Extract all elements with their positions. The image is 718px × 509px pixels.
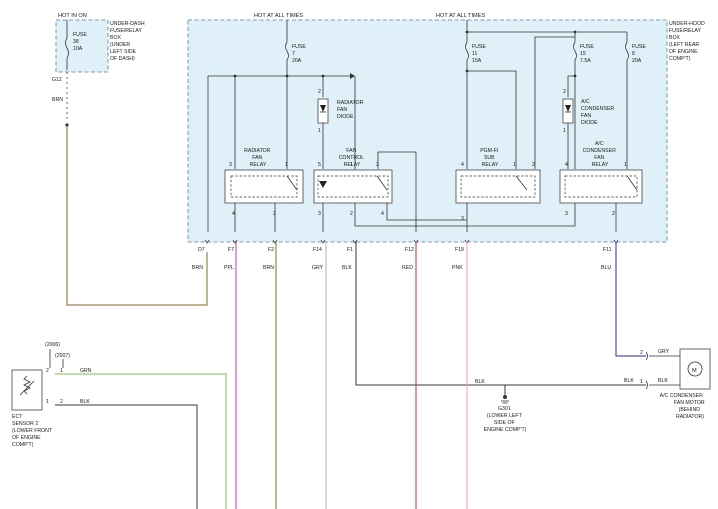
under-dash-box-fill (56, 20, 108, 72)
fan-control-relay: 5 1 2 3 2 4 FAN CONTROL RELAY (313, 148, 393, 217)
svg-text:BRN: BRN (192, 265, 203, 271)
conn-f12: F12 (405, 247, 414, 253)
fuse-7-label: FUSE 7 20A (292, 44, 307, 64)
svg-text:(2006): (2006) (45, 342, 60, 348)
hot-at-all-times-1: HOT AT ALL TIMES (254, 13, 303, 19)
under-dash-box-border (55, 19, 109, 73)
svg-text:BRN: BRN (263, 265, 274, 271)
svg-text:1: 1 (640, 379, 643, 385)
svg-text:2: 2 (640, 350, 643, 356)
under-hood-box-border (187, 19, 668, 243)
svg-text:4: 4 (565, 162, 568, 168)
conn-f11: F11 (603, 247, 612, 253)
ac-condenser-fan-diode: 2 1 A/C CONDENSER FAN DIODE (562, 89, 616, 134)
hot-at-all-times-2: HOT AT ALL TIMES (436, 13, 485, 19)
fuse-15-symbol (573, 41, 577, 61)
ect-sensor-label: ECT SENSOR 2 (LOWER FRONT OF ENGINE COMP… (12, 414, 53, 448)
svg-text:BLK: BLK (342, 265, 352, 271)
pgm-fi-sub-relay-label: PGM-FI SUB RELAY (480, 148, 500, 168)
radiator-fan-relay: 3 1 4 2 RADIATOR FAN RELAY (224, 148, 304, 217)
svg-text:2: 2 (273, 211, 276, 217)
svg-text:2: 2 (318, 89, 321, 95)
svg-text:GRN: GRN (80, 368, 92, 374)
fuse-8-symbol (625, 41, 629, 61)
svg-text:3: 3 (229, 162, 232, 168)
svg-text:4: 4 (381, 211, 384, 217)
motor-icon (687, 361, 703, 377)
under-hood-box-fill (188, 20, 667, 242)
svg-text:BLK: BLK (80, 399, 90, 405)
ac-condenser-fan-relay-label: A/C CONDENSER FAN RELAY (583, 141, 618, 168)
ac-condenser-fan-diode-label: A/C CONDENSER FAN DIODE (581, 99, 616, 126)
conn-f7: F7 (228, 247, 234, 253)
svg-text:2: 2 (46, 368, 49, 374)
svg-text:2: 2 (563, 89, 566, 95)
radiator-fan-diode-label: RADIATOR FAN DIODE (337, 100, 365, 120)
svg-text:1: 1 (46, 399, 49, 405)
fuse-15-label: FUSE 15 7.5A (580, 44, 595, 64)
svg-text:GRY: GRY (312, 265, 324, 271)
svg-text:M: M (692, 368, 697, 374)
ground-g301: BLK G301 (LOWER LEFT SIDE OF ENGINE COMP… (475, 379, 527, 433)
svg-text:2: 2 (532, 162, 535, 168)
conn-f1: F1 (347, 247, 353, 253)
conn-d7: D7 (198, 247, 205, 253)
svg-text:5: 5 (318, 162, 321, 168)
svg-text:3: 3 (565, 211, 568, 217)
conn-f2: F2 (268, 247, 274, 253)
svg-text:4: 4 (232, 211, 235, 217)
fan-control-relay-label: FAN CONTROL RELAY (339, 148, 366, 168)
fuse-7-symbol (285, 41, 289, 61)
svg-text:(2007): (2007) (55, 353, 70, 359)
radiator-fan-diode: 2 1 RADIATOR FAN DIODE (317, 89, 365, 134)
under-hood-fuse-box: UNDER-HOOD FUSE/RELAY BOX (LEFT REAR OF … (187, 19, 706, 243)
svg-text:1: 1 (350, 162, 353, 168)
ac-condenser-fan-relay: 4 1 3 2 A/C CONDENSER FAN RELAY (559, 141, 643, 217)
svg-text:4: 4 (461, 162, 464, 168)
fuse-38-symbol (65, 37, 69, 59)
svg-text:BLU: BLU (601, 265, 611, 271)
fuse-11-label: FUSE 11 15A (472, 44, 487, 64)
svg-text:3: 3 (461, 216, 464, 222)
fan-motor-label: A/C CONDENSER FAN MOTOR (BEHIND RADIATOR… (660, 393, 706, 420)
ect-sensor-2: (2006) (2007) 2 1 1 2 GRN BLK ECT SENSOR… (11, 342, 92, 448)
svg-text:1: 1 (60, 368, 63, 374)
svg-text:GRY: GRY (658, 349, 670, 355)
under-dash-title: UNDER-DASH FUSE/RELAY BOX (UNDER LEFT SI… (110, 21, 146, 62)
ac-condenser-fan-motor: 2 1 GRY BLK BLK M A/C CONDENSER FAN MOTO… (624, 348, 711, 420)
dash-wire-brn: BRN (52, 97, 63, 103)
connector-row: D7 F7 F2 F14 F1 F12 F18 F11 (198, 247, 612, 253)
hot-in-on-label: HOT IN ON (58, 13, 87, 19)
svg-text:BLK: BLK (475, 379, 485, 385)
svg-text:1: 1 (513, 162, 516, 168)
svg-text:2: 2 (60, 399, 63, 405)
svg-text:2: 2 (350, 211, 353, 217)
g301-label: G301 (LOWER LEFT SIDE OF ENGINE COMP'T) (484, 406, 527, 433)
svg-text:1: 1 (624, 162, 627, 168)
svg-text:RED: RED (402, 265, 413, 271)
fuse-11-symbol (465, 41, 469, 61)
svg-text:2: 2 (612, 211, 615, 217)
under-dash-fuse-box: HOT IN ON UNDER-DASH FUSE/RELAY BOX (UND… (52, 13, 146, 103)
svg-text:2: 2 (376, 162, 379, 168)
svg-text:PPL: PPL (224, 265, 234, 271)
svg-text:1: 1 (285, 162, 288, 168)
radiator-fan-relay-label: RADIATOR FAN RELAY (244, 148, 272, 168)
pgm-fi-sub-relay: 4 1 2 3 PGM-FI SUB RELAY (455, 148, 541, 222)
under-hood-title: UNDER-HOOD FUSE/RELAY BOX (LEFT REAR OF … (669, 21, 706, 62)
conn-f14: F14 (313, 247, 322, 253)
svg-text:PNK: PNK (452, 265, 463, 271)
fuse-38-label: FUSE 38 10A (73, 32, 88, 52)
svg-text:BLK: BLK (624, 378, 634, 384)
conn-g12: G12 (52, 77, 62, 83)
svg-text:BLK: BLK (658, 378, 668, 384)
conn-f18: F18 (455, 247, 464, 253)
wire-color-row: BRN PPL BRN GRY BLK RED PNK BLU (192, 265, 611, 271)
fuse-8-label: FUSE 8 20A (632, 44, 647, 64)
svg-text:1: 1 (563, 128, 566, 134)
svg-text:1: 1 (318, 128, 321, 134)
svg-text:3: 3 (318, 211, 321, 217)
